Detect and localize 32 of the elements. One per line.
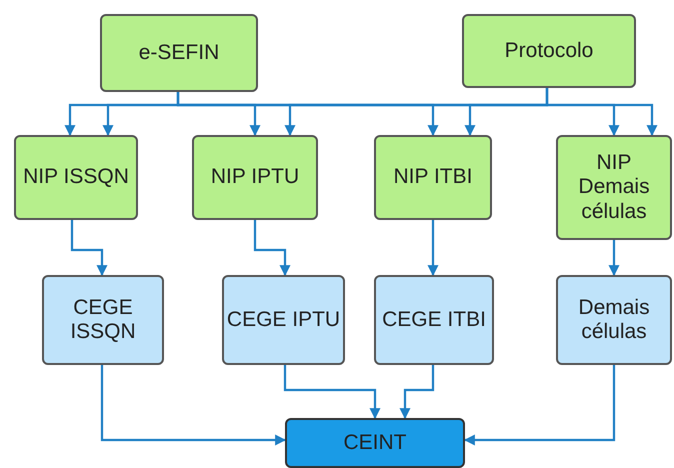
arrow — [176, 92, 620, 136]
box-label: NIP ISSQN — [23, 165, 129, 190]
box-label: e-SEFIN — [138, 40, 220, 66]
arrow — [100, 365, 286, 446]
process-box — [556, 135, 672, 240]
box-label: CEINT — [344, 430, 406, 456]
box-label: CEGE IPTU — [226, 308, 340, 332]
box-label: Protocolo — [504, 38, 594, 64]
process-box — [285, 418, 465, 468]
arrow — [400, 365, 434, 420]
arrow — [284, 365, 380, 420]
box-label: NIP ITBI — [394, 165, 472, 190]
arrow — [254, 220, 290, 276]
box-label: CEGE ITBI — [382, 308, 486, 332]
box-label: NIP Demais células — [577, 151, 651, 224]
box-label: Demais células — [577, 296, 651, 344]
process-box — [42, 275, 164, 365]
arrow — [546, 88, 658, 136]
box-label: CEGE ISSQN — [69, 296, 137, 344]
process-box — [462, 14, 636, 88]
process-box — [100, 14, 258, 92]
process-box — [374, 135, 492, 220]
arrow — [70, 220, 108, 276]
arrow — [608, 240, 620, 276]
process-box — [556, 275, 672, 365]
process-box — [374, 275, 494, 365]
process-box — [222, 275, 345, 365]
box-label: NIP IPTU — [210, 165, 300, 190]
process-box — [14, 135, 138, 220]
arrow — [428, 220, 438, 276]
process-box — [192, 135, 318, 220]
arrow — [464, 365, 616, 446]
